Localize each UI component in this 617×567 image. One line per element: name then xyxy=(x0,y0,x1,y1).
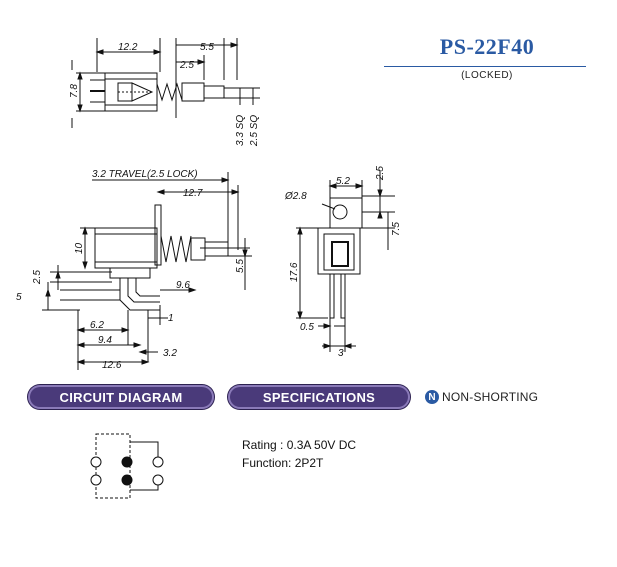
dim-top-offset: 2.5 xyxy=(375,166,386,181)
dim-square-outer: 3.3 SQ xyxy=(235,115,246,146)
dim-hole-height: 7.5 xyxy=(391,222,402,236)
dim-plunger-step: 2.5 xyxy=(179,60,194,71)
specifications-label: SPECIFICATIONS xyxy=(228,385,410,409)
dim-frame-offset: 12.7 xyxy=(183,188,203,199)
title-underline xyxy=(384,66,586,67)
top-view xyxy=(71,38,260,128)
dim-bend-offset: 6.2 xyxy=(90,320,104,331)
dim-plunger-height: 5.5 xyxy=(235,259,246,273)
variant-label: (LOCKED) xyxy=(461,70,513,81)
dim-pin-offset: 2.5 xyxy=(32,270,43,285)
side-view xyxy=(42,172,252,370)
spec-function: Function: 2P2T xyxy=(242,456,324,470)
dim-pin-thickness: 0.5 xyxy=(300,322,314,333)
dim-travel: 3.2 TRAVEL(2.5 LOCK) xyxy=(92,169,198,180)
dim-overall-height: 17.6 xyxy=(289,262,300,282)
dim-pin-length: 9.6 xyxy=(176,280,190,291)
dim-side-height: 10 xyxy=(74,242,85,254)
dim-base-width: 9.4 xyxy=(98,335,112,346)
dim-pin-pitch: 3 xyxy=(338,348,344,359)
dim-top-height: 7.8 xyxy=(69,84,80,98)
non-shorting-icon: N xyxy=(425,390,439,404)
circuit-diagram-label: CIRCUIT DIAGRAM xyxy=(28,385,214,409)
dim-plunger-length: 5.5 xyxy=(200,42,214,53)
spec-rating: Rating : 0.3A 50V DC xyxy=(242,438,357,452)
model-title: PS-22F40 xyxy=(439,34,535,59)
non-shorting-label: NON-SHORTING xyxy=(442,390,539,404)
dim-tail: 3.2 xyxy=(163,348,177,359)
dim-pin-spacing: 5 xyxy=(16,292,22,303)
front-view xyxy=(296,170,395,352)
dim-body-length: 12.2 xyxy=(118,42,138,53)
dim-bend-width: 1 xyxy=(168,313,174,324)
dim-overall-width: 12.6 xyxy=(102,360,122,371)
dim-square-inner: 2.5 SQ xyxy=(249,115,260,147)
circuit-diagram xyxy=(90,433,164,499)
dim-hole-offset: 5.2 xyxy=(336,176,350,187)
dim-hole-dia: Ø2.8 xyxy=(284,191,307,202)
